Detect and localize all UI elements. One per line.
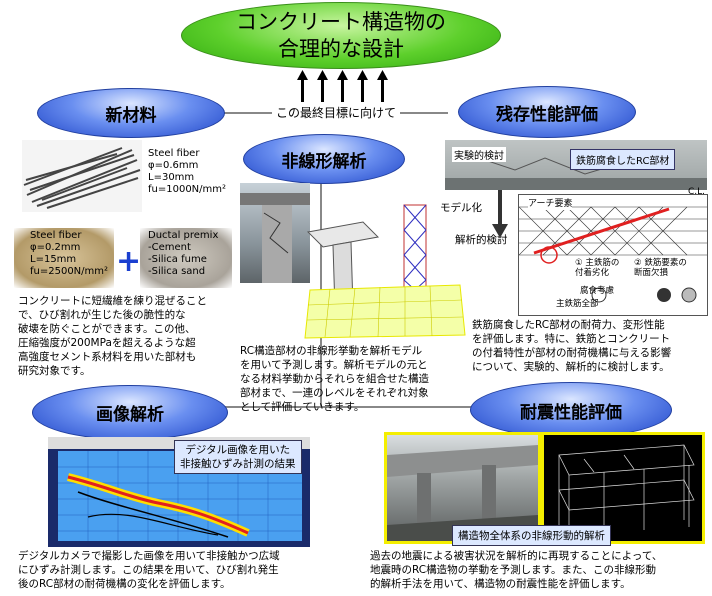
yellow-grid-plane — [304, 284, 466, 339]
oval-new-materials: 新材料 — [37, 88, 225, 138]
oval-nonlinear-label: 非線形解析 — [281, 151, 367, 172]
image-analysis-label: デジタル画像を用いた 非接触ひずみ計測の結果 — [174, 440, 302, 474]
steel-fiber-2-text: Steel fiber φ=0.2mm L=15mm fu=2500N/mm² — [30, 230, 108, 278]
ductal-text: Ductal premix -Cement -Silica fume -Sili… — [148, 230, 218, 278]
bond-label: ① 主鉄筋の 付着劣化 — [575, 258, 619, 278]
all-rebar-label: 主鉄筋全部 — [556, 299, 599, 309]
nonlinear-description: RC構造部材の非線形挙動を解析モデル を用いて予測します。解析モデルの元と なる… — [240, 344, 480, 414]
steel-fiber-photo-1 — [22, 140, 142, 212]
oval-nonlinear: 非線形解析 — [243, 134, 405, 184]
oval-image: 画像解析 — [32, 385, 228, 440]
seismic-desc-line: 過去の地震による被害状況を解析的に再現することによって、 — [370, 550, 663, 562]
nonlinear-desc-line: RC構造部材の非線形挙動を解析モデル — [240, 345, 423, 357]
goal-oval: コンクリート構造物の 合理的な設計 — [181, 2, 501, 69]
new-materials-desc-line: で、ひび割れが生じた後の脆性的な — [18, 309, 186, 321]
seismic-description: 過去の地震による被害状況を解析的に再現することによって、 地震時のRC構造物の挙… — [370, 549, 710, 591]
bond-label-1: ① 主鉄筋の — [575, 258, 620, 268]
section-loss-label-2: 断面欠損 — [634, 268, 669, 278]
analytical-label: 解析的検討 — [455, 234, 508, 246]
connector-center-vertical — [320, 168, 322, 406]
section-loss-label-1: ② 鉄筋要素の — [634, 258, 687, 268]
ductal-l2: -Silica fume — [148, 254, 207, 265]
image-analysis-label-2: 非接触ひずみ計測の結果 — [180, 458, 296, 470]
steel-fiber-2-title: Steel fiber — [30, 230, 82, 241]
nonlinear-desc-line: を用いて予測します。解析モデルの元と — [240, 359, 428, 371]
steel-fiber-1-text: Steel fiber φ=0.6mm L=30mm fu=1000N/mm² — [148, 148, 226, 196]
ductal-title: Ductal premix — [148, 230, 219, 241]
down-arrow-icon — [492, 190, 508, 238]
ductal-l1: -Cement — [148, 242, 191, 253]
image-desc-line: デジタルカメラで撮影した画像を用いて非接触かつ広域 — [18, 550, 280, 562]
steel-fiber-1-l1: φ=0.6mm — [148, 160, 199, 171]
image-desc-line: 後のRC部材の耐荷機構の変化を評価します。 — [18, 578, 231, 590]
steel-fiber-photo-2 — [14, 228, 114, 288]
oval-residual: 残存性能評価 — [458, 86, 636, 138]
seismic-analysis-label: 構造物全体系の非線形動的解析 — [452, 525, 611, 546]
steel-fiber-1-title: Steel fiber — [148, 148, 200, 159]
steel-fiber-2-l1: φ=0.2mm — [30, 242, 81, 253]
nonlinear-desc-line: として評価していきます。 — [240, 401, 365, 413]
steel-fiber-2-l3: fu=2500N/mm² — [30, 266, 109, 277]
experimental-label: 実験的検討 — [452, 147, 506, 162]
connector-bottom — [150, 406, 570, 408]
pier-photo — [240, 183, 310, 283]
truss-model-image — [518, 194, 708, 316]
corrosion-consider-label: 腐食考慮 — [580, 286, 615, 296]
residual-desc-line: を評価します。特に、鉄筋とコンクリート — [472, 333, 671, 345]
corroded-member-label: 鉄筋腐食したRC部材 — [570, 149, 676, 170]
oval-new-materials-label: 新材料 — [105, 105, 157, 126]
residual-desc-line: について、実験的、解析的に検討します。 — [472, 361, 670, 373]
goal-line-1: コンクリート構造物の — [236, 9, 446, 34]
residual-description: 鉄筋腐食したRC部材の耐荷力、変形性能 を評価します。特に、鉄筋とコンクリート … — [472, 318, 710, 374]
plus-sign: + — [116, 244, 142, 279]
modeling-label: モデル化 — [440, 202, 482, 214]
cl-label: C.L. — [688, 187, 706, 197]
image-analysis-label-1: デジタル画像を用いた — [185, 444, 291, 456]
new-materials-desc-line: コンクリートに短繊維を練り混ぜること — [18, 295, 207, 307]
image-desc-line: にひずみ計測します。この結果を用いて、ひび割れ発生 — [18, 564, 279, 576]
toward-goal-text: この最終目標に向けて — [272, 106, 401, 120]
seismic-desc-line: 的解析手法を用いて、構造物の耐震性能を評価します。 — [370, 578, 631, 590]
ductal-powder-photo — [140, 228, 232, 288]
section-loss-label: ② 鉄筋要素の 断面欠損 — [634, 258, 687, 278]
residual-desc-line: の付着特性が部材の耐荷機構に与える影響 — [472, 347, 672, 359]
steel-fiber-1-l3: fu=1000N/mm² — [148, 184, 227, 195]
oval-residual-label: 残存性能評価 — [496, 104, 598, 125]
oval-seismic: 耐震性能評価 — [470, 382, 672, 438]
image-description: デジタルカメラで撮影した画像を用いて非接触かつ広域 にひずみ計測します。この結果… — [18, 549, 348, 591]
ductal-l3: -Silica sand — [148, 266, 206, 277]
oval-image-label: 画像解析 — [96, 405, 164, 425]
goal-line-2: 合理的な設計 — [278, 36, 404, 61]
new-materials-description: コンクリートに短繊維を練り混ぜること で、ひび割れが生じた後の脆性的な 破壊を防… — [18, 294, 243, 378]
bond-label-2: 付着劣化 — [575, 268, 610, 278]
arch-element-label: アーチ要素 — [528, 198, 573, 210]
steel-fiber-2-l2: L=15mm — [30, 254, 77, 265]
nonlinear-desc-line: 部材まで、一連のレベルをそれぞれ対象 — [240, 387, 429, 399]
residual-desc-line: 鉄筋腐食したRC部材の耐荷力、変形性能 — [472, 319, 665, 331]
new-materials-desc-line: 破壊を防ぐことができます。この他、 — [18, 323, 196, 335]
oval-seismic-label: 耐震性能評価 — [520, 402, 622, 423]
steel-fiber-1-l2: L=30mm — [148, 172, 195, 183]
nonlinear-desc-line: なる材料挙動からそれらを組合せた構造 — [240, 373, 429, 385]
new-materials-desc-line: 研究対象です。 — [18, 365, 91, 377]
seismic-desc-line: 地震時のRC構造物の挙動を予測します。また、この非線形動 — [370, 564, 657, 576]
up-arrows-icon — [297, 70, 388, 102]
new-materials-desc-line: 高強度セメント系材料を用いた部材も — [18, 351, 197, 363]
new-materials-desc-line: 圧縮強度が200MPaを超えるような超 — [18, 337, 196, 349]
